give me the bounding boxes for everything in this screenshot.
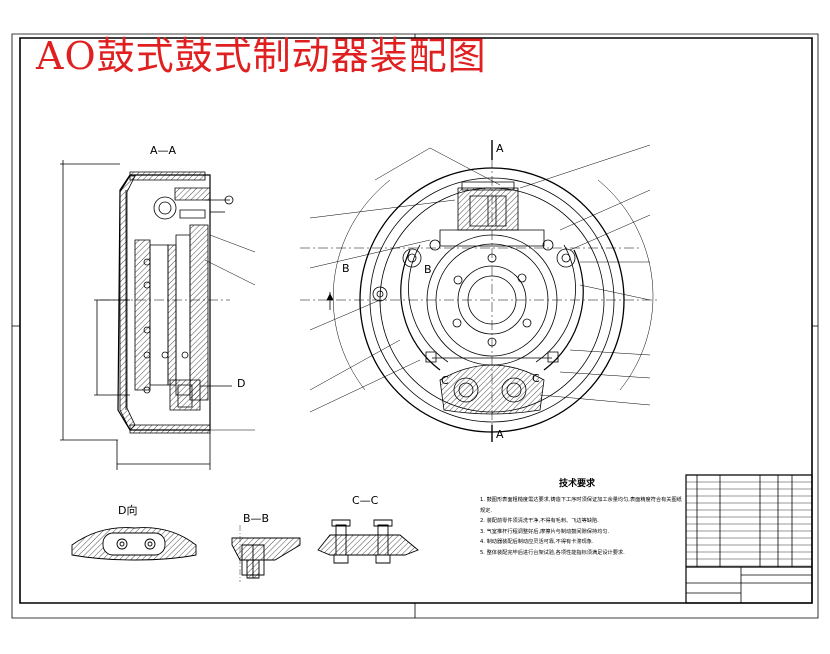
tech-requirement-item: 5. 整体装配完毕后进行台架试验,各项性能指标须满足设计要求.: [480, 549, 625, 556]
technical-requirements: 技术要求 1. 鼓图形表面粗糙度需达要求,铸造下工序时须保证加工余量均匀,表面精…: [468, 476, 686, 558]
drawing-title: AO鼓式鼓式制动器装配图: [36, 34, 487, 78]
marker-a-top: A: [496, 142, 504, 155]
marker-d-arrow: D: [237, 377, 246, 390]
parts-list-rows: [686, 482, 812, 566]
tech-requirements-title: 技术要求: [558, 479, 595, 489]
tech-requirement-item: 4. 制动器装配后制动应灵活可靠,不得有卡滞现象.: [480, 539, 594, 545]
title-block: [686, 475, 812, 603]
tech-requirement-item: 2. 装配前零件须清洗干净,不得有毛刺、飞边等缺陷.: [480, 518, 599, 524]
sheet-border: [12, 34, 818, 618]
section-cc-label: C—C: [352, 494, 379, 507]
marker-c-right: C: [532, 372, 540, 385]
marker-b-left: B: [342, 262, 350, 275]
section-bb-view: [232, 525, 300, 582]
marker-a-bottom: A: [496, 428, 504, 441]
direction-d-view: [72, 528, 196, 560]
main-front-view: [300, 140, 660, 442]
marker-b-right: B: [424, 263, 432, 276]
section-aa-label: A—A: [150, 144, 177, 157]
marker-c-left: C: [441, 374, 449, 387]
section-bb-label: B—B: [243, 512, 270, 525]
tech-requirement-item: 3. 气室推杆行程调整好后,摩擦片与制动鼓间隙保持均匀.: [480, 528, 610, 535]
tech-requirement-item: 1. 鼓图形表面粗糙度需达要求,铸造下工序时须保证加工余量均匀,表面精度符合有关…: [480, 497, 682, 514]
section-cc-view: [318, 520, 418, 563]
direction-d-label: D向: [118, 504, 138, 517]
section-aa-view: [60, 160, 255, 470]
